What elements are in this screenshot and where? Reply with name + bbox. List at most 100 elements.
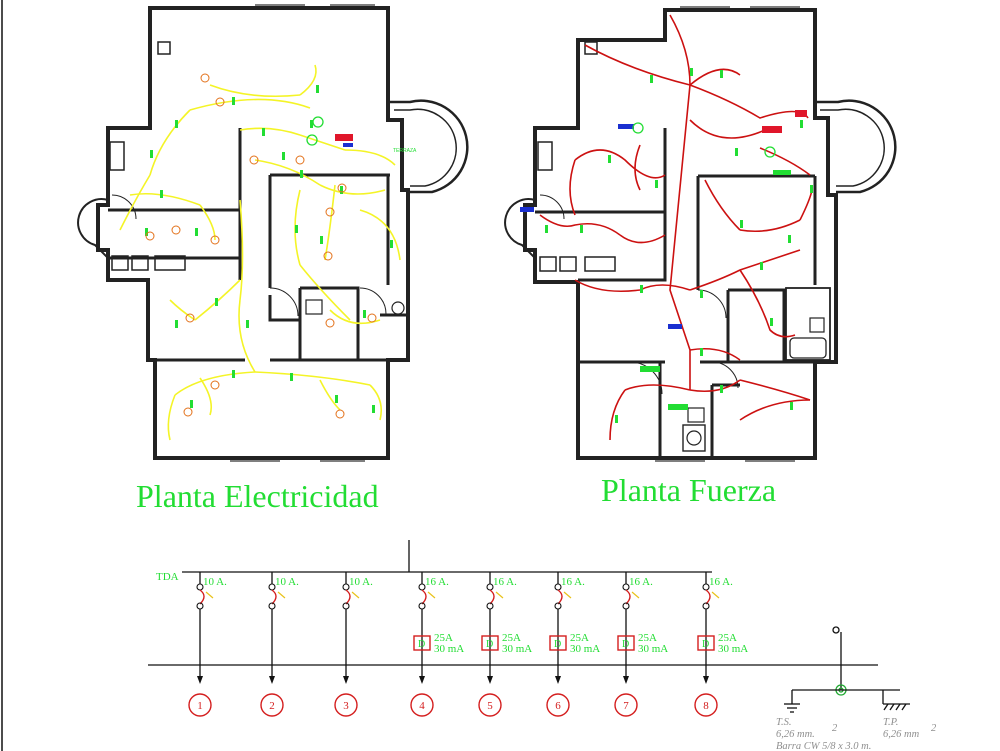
breaker-trip xyxy=(711,591,720,599)
breaker-symbol xyxy=(345,589,351,605)
differential-switch xyxy=(481,635,499,651)
arrow-icon xyxy=(343,676,349,684)
power-wiring xyxy=(539,14,813,441)
breaker-rating: 10 A. xyxy=(349,576,373,588)
arrow-icon xyxy=(487,676,493,684)
differential-sensitivity: 30 mA xyxy=(434,643,464,655)
circuit-number: 3 xyxy=(343,700,349,712)
power-panel-red xyxy=(795,110,807,117)
power-plan-title: Planta Fuerza xyxy=(601,472,777,508)
breaker-trip xyxy=(495,591,504,599)
ts-value: 6,26 mm. xyxy=(776,729,815,740)
junction-icon xyxy=(632,122,644,134)
differential-rating: 25A xyxy=(570,632,589,644)
power-panel-green xyxy=(668,404,688,410)
breaker-symbol xyxy=(625,589,631,605)
arrow-icon xyxy=(269,676,275,684)
differential-symbol: D xyxy=(702,639,709,650)
arrow-icon xyxy=(555,676,561,684)
junction-icon xyxy=(306,134,318,146)
ts-exponent: 2 xyxy=(832,723,838,734)
differential-rating: 25A xyxy=(638,632,657,644)
breaker-trip xyxy=(351,591,360,599)
power-panel-blue xyxy=(520,207,534,212)
breaker-trip xyxy=(205,591,214,599)
junction-icon xyxy=(312,116,324,128)
circuit-number: 4 xyxy=(419,700,425,712)
power-panel-red xyxy=(762,126,782,133)
differential-sensitivity: 30 mA xyxy=(502,643,532,655)
differential-symbol: D xyxy=(418,639,425,650)
ts-label: T.S. xyxy=(776,717,792,728)
ground-bar-spec: Barra CW 5/8 x 3.0 m. xyxy=(776,741,871,751)
breaker-symbol xyxy=(557,589,563,605)
breaker-rating: 16 A. xyxy=(709,576,733,588)
breaker-trip xyxy=(277,591,286,599)
circuit-number: 7 xyxy=(623,700,629,712)
power-panel-green xyxy=(640,366,660,372)
circuit-number: 5 xyxy=(487,700,493,712)
breaker-symbol xyxy=(421,589,427,605)
differential-switch xyxy=(413,635,431,651)
ground-electrode xyxy=(784,626,910,713)
light-fixtures xyxy=(145,73,377,419)
breaker-trip xyxy=(631,591,640,599)
breaker-rating: 16 A. xyxy=(629,576,653,588)
breaker-rating: 16 A. xyxy=(425,576,449,588)
power-panel-blue xyxy=(618,124,634,129)
differential-rating: 25A xyxy=(502,632,521,644)
breaker-trip xyxy=(563,591,572,599)
differential-switch xyxy=(549,635,567,651)
power-panel-blue xyxy=(668,324,682,329)
breaker-symbol xyxy=(199,589,205,605)
differential-rating: 25A xyxy=(434,632,453,644)
electrical-panel-blue xyxy=(343,143,353,147)
circuit-number-circle xyxy=(694,693,718,717)
differential-sensitivity: 30 mA xyxy=(718,643,748,655)
differential-symbol: D xyxy=(622,639,629,650)
tp-label: T.P. xyxy=(883,717,898,728)
power-panel-green xyxy=(773,170,791,175)
junction-icon xyxy=(764,146,776,158)
differential-symbol: D xyxy=(554,639,561,650)
circuit-number-circle xyxy=(546,693,570,717)
circuit-number: 1 xyxy=(197,700,203,712)
lighting-switch-markers xyxy=(145,85,393,413)
breaker-rating: 10 A. xyxy=(275,576,299,588)
tp-value: 6,26 mm xyxy=(883,729,920,740)
breaker-symbol xyxy=(489,589,495,605)
electrical-panel-red xyxy=(335,134,353,141)
differential-rating: 25A xyxy=(718,632,737,644)
arrow-icon xyxy=(703,676,709,684)
electricity-floor-plan xyxy=(77,4,469,462)
breaker-rating: 10 A. xyxy=(203,576,227,588)
differential-symbol: D xyxy=(486,639,493,650)
circuit-branch-2: 10 A. 2 xyxy=(260,572,299,717)
circuit-number-circle xyxy=(614,693,638,717)
tda-label: TDA xyxy=(156,571,179,583)
terrace-label: TERRAZA xyxy=(393,148,417,154)
arrow-icon xyxy=(623,676,629,684)
circuit-number-circle xyxy=(334,693,358,717)
circuit-number: 2 xyxy=(269,700,275,712)
circuit-number-circle xyxy=(410,693,434,717)
differential-switch xyxy=(697,635,715,651)
differential-switch xyxy=(617,635,635,651)
breaker-rating: 16 A. xyxy=(493,576,517,588)
power-outlet-markers xyxy=(545,68,813,423)
arrow-icon xyxy=(197,676,203,684)
breaker-symbol xyxy=(705,589,711,605)
circuit-number-circle xyxy=(260,693,284,717)
circuit-number-circle xyxy=(188,693,212,717)
circuit-branch-1: 10 A. 1 xyxy=(188,572,227,717)
lighting-wiring xyxy=(119,64,401,441)
circuit-number: 8 xyxy=(703,700,709,712)
arrow-icon xyxy=(419,676,425,684)
breaker-rating: 16 A. xyxy=(561,576,585,588)
